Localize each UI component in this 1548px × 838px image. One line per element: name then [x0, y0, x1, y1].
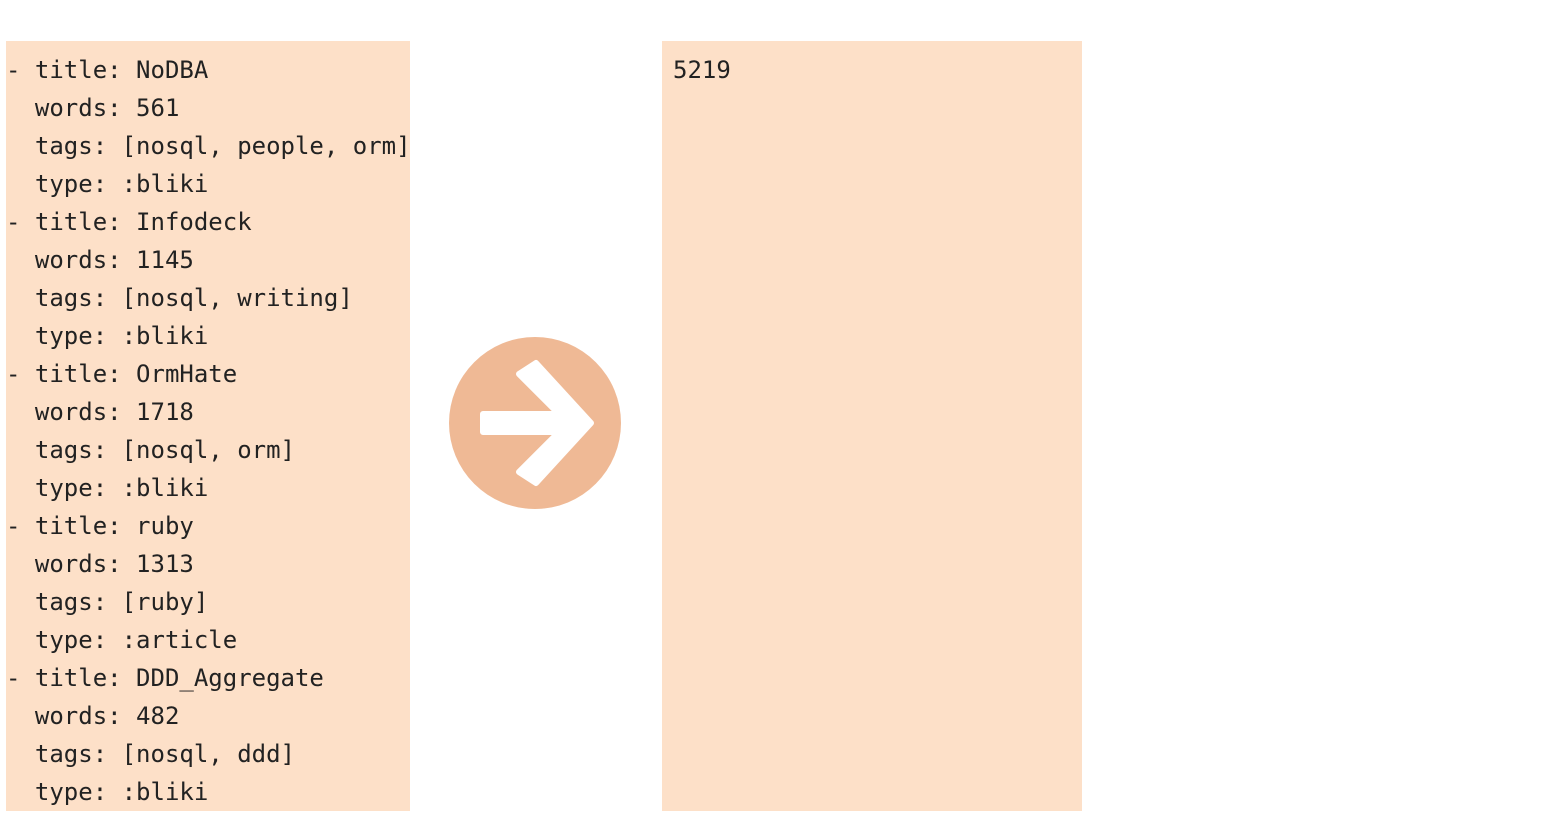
code-line: type: :article — [6, 626, 238, 654]
code-line: type: :bliki — [6, 778, 209, 806]
code-line: tags: [nosql, people, orm] — [6, 132, 411, 160]
code-line: type: :bliki — [6, 474, 209, 502]
input-code-block: - title: NoDBA words: 561 tags: [nosql, … — [6, 41, 411, 811]
output-panel: 5219 — [662, 41, 1082, 811]
code-line: - title: DDD_Aggregate — [6, 664, 324, 692]
code-line: words: 1145 — [6, 246, 194, 274]
code-line: tags: [nosql, orm] — [6, 436, 295, 464]
arrow-shape — [480, 360, 594, 486]
code-line: words: 1313 — [6, 550, 194, 578]
input-panel: - title: NoDBA words: 561 tags: [nosql, … — [6, 41, 411, 811]
code-line: - title: NoDBA — [6, 56, 209, 84]
code-line: tags: [nosql, ddd] — [6, 740, 295, 768]
code-line: type: :bliki — [6, 170, 209, 198]
code-line: type: :bliki — [6, 322, 209, 350]
code-line: tags: [nosql, writing] — [6, 284, 353, 312]
code-line: words: 1718 — [6, 398, 194, 426]
code-line: - title: ruby — [6, 512, 194, 540]
arrow-right-icon — [449, 337, 621, 509]
code-line: words: 561 — [6, 94, 180, 122]
output-value: 5219 — [673, 56, 731, 84]
output-code-block: 5219 — [662, 41, 1082, 89]
code-line: - title: OrmHate — [6, 360, 238, 388]
code-line: words: 482 — [6, 702, 180, 730]
code-line: tags: [ruby] — [6, 588, 209, 616]
code-line: - title: Infodeck — [6, 208, 252, 236]
